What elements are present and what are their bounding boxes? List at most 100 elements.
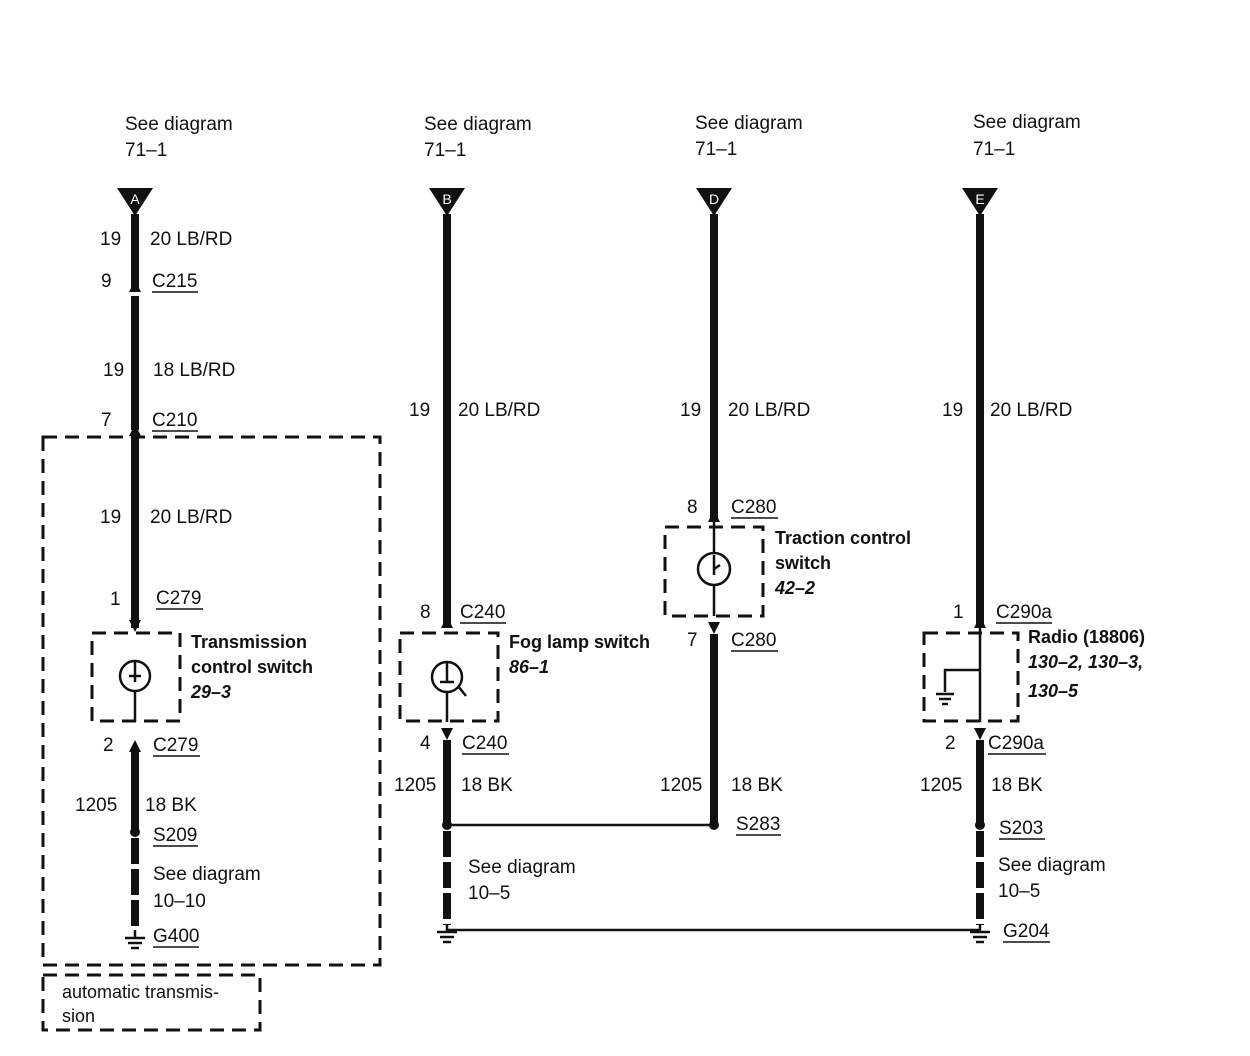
automatic-transmission-note-box bbox=[41, 973, 262, 1032]
wire-a-2-circuit: 19 bbox=[103, 360, 124, 381]
transmission-switch-name-1: Transmission bbox=[191, 632, 307, 652]
splice-s209-label: S209 bbox=[153, 825, 197, 846]
ground-wire-d-spec: 18 BK bbox=[731, 775, 783, 796]
ground-b-icon bbox=[437, 925, 457, 944]
wire-a-3-circuit: 19 bbox=[100, 507, 121, 528]
wire-a-1-spec: 20 LB/RD bbox=[150, 229, 232, 250]
circuit-b-see-top: See diagram bbox=[424, 114, 532, 135]
c240-top-pin-number: 8 bbox=[420, 602, 431, 623]
connector-c280-bottom-pin bbox=[708, 622, 720, 634]
ground-wire-e-spec: 18 BK bbox=[991, 775, 1043, 796]
circuit-e-see-bottom-ref: 10–5 bbox=[998, 881, 1040, 902]
automatic-transmission-note-1: automatic transmis- bbox=[62, 982, 219, 1002]
traction-switch-ref: 42–2 bbox=[774, 578, 815, 598]
radio-box bbox=[922, 631, 1020, 723]
ground-g400-icon bbox=[125, 930, 145, 950]
circuit-a: See diagram 71–1 A 19 20 LB/RD 9 C215 19… bbox=[41, 114, 382, 1032]
fog-lamp-switch-box bbox=[398, 631, 500, 723]
c280-top-pin-number: 8 bbox=[687, 497, 698, 518]
wire-a-3-spec: 20 LB/RD bbox=[150, 507, 232, 528]
splice-s283-label: S283 bbox=[736, 814, 780, 835]
connector-e-triangle bbox=[962, 188, 998, 216]
c279-bottom-label: C279 bbox=[153, 735, 198, 756]
wire-d-1-spec: 20 LB/RD bbox=[728, 400, 810, 421]
circuit-e-see-top-ref: 71–1 bbox=[973, 139, 1015, 160]
c240-top-label: C240 bbox=[460, 602, 505, 623]
wire-d-1-circuit: 19 bbox=[680, 400, 701, 421]
circuit-e: See diagram 71–1 E 19 20 LB/RD 1 C290a R… bbox=[920, 112, 1145, 944]
c280-top-label: C280 bbox=[731, 497, 776, 518]
transmission-switch-ref: 29–3 bbox=[190, 682, 231, 702]
wire-a-2-spec: 18 LB/RD bbox=[153, 360, 235, 381]
wire-b-1-circuit: 19 bbox=[409, 400, 430, 421]
connector-c279-bottom-pin bbox=[129, 740, 141, 752]
circuit-b-see-bottom-ref: 10–5 bbox=[468, 883, 510, 904]
connector-c290a-bottom-pin bbox=[974, 728, 986, 740]
connector-d-triangle bbox=[696, 188, 732, 216]
c210-pin-number: 7 bbox=[101, 410, 112, 431]
circuit-e-see-bottom: See diagram bbox=[998, 855, 1106, 876]
radio-ref-2: 130–5 bbox=[1028, 681, 1079, 701]
c290a-top-label: C290a bbox=[996, 602, 1052, 623]
connector-c210-pin bbox=[129, 424, 141, 436]
fog-switch-arrow bbox=[457, 685, 467, 697]
c215-pin-number: 9 bbox=[101, 271, 112, 292]
c280-bottom-label: C280 bbox=[731, 630, 776, 651]
ground-wire-e-circuit: 1205 bbox=[920, 775, 962, 796]
ground-wire-b-spec: 18 BK bbox=[461, 775, 513, 796]
automatic-transmission-note-2: sion bbox=[62, 1006, 95, 1026]
circuit-e-see-top: See diagram bbox=[973, 112, 1081, 133]
traction-switch-name-1: Traction control bbox=[775, 528, 911, 548]
connector-b-triangle bbox=[429, 188, 465, 216]
wire-b-1-spec: 20 LB/RD bbox=[458, 400, 540, 421]
radio-name: Radio (18806) bbox=[1028, 627, 1145, 647]
c240-bottom-pin-number: 4 bbox=[420, 733, 431, 754]
fog-lamp-switch-ref: 86–1 bbox=[509, 657, 549, 677]
ground-wire-b-circuit: 1205 bbox=[394, 775, 436, 796]
splice-s209-dot bbox=[130, 827, 140, 837]
circuit-b-see-bottom: See diagram bbox=[468, 857, 576, 878]
circuit-b: See diagram 71–1 B 19 20 LB/RD 8 C240 Fo… bbox=[394, 114, 650, 944]
connector-c240-bottom-pin bbox=[441, 728, 453, 740]
ground-wire-a-circuit: 1205 bbox=[75, 795, 117, 816]
c210-label: C210 bbox=[152, 410, 197, 431]
wire-e-1-circuit: 19 bbox=[942, 400, 963, 421]
circuit-a-see-bottom-ref: 10–10 bbox=[153, 891, 206, 912]
connector-c279-top-pin bbox=[129, 620, 141, 632]
c280-bottom-pin-number: 7 bbox=[687, 630, 698, 651]
splice-s283-dot bbox=[709, 820, 719, 830]
automatic-transmission-box bbox=[41, 435, 382, 967]
fog-lamp-switch-name: Fog lamp switch bbox=[509, 632, 650, 652]
transmission-switch-name-2: control switch bbox=[191, 657, 313, 677]
connector-b-letter: B bbox=[442, 191, 451, 207]
connector-c290a-top-pin bbox=[974, 616, 986, 628]
connector-c215-pin bbox=[129, 280, 141, 292]
radio-ref-1: 130–2, 130–3, bbox=[1028, 652, 1143, 672]
circuit-a-see-top-ref: 71–1 bbox=[125, 140, 167, 161]
connector-a-triangle bbox=[117, 188, 153, 216]
c290a-top-pin-number: 1 bbox=[953, 602, 964, 623]
connector-c280-top-pin bbox=[708, 510, 720, 522]
circuit-a-see-bottom: See diagram bbox=[153, 864, 261, 885]
ground-wire-a-spec: 18 BK bbox=[145, 795, 197, 816]
connector-a-letter: A bbox=[130, 191, 140, 207]
circuit-d-see-top-ref: 71–1 bbox=[695, 139, 737, 160]
c290a-bottom-label: C290a bbox=[988, 733, 1044, 754]
wire-a-1-circuit: 19 bbox=[100, 229, 121, 250]
circuit-d: See diagram 71–1 D 19 20 LB/RD 8 C280 Tr… bbox=[660, 113, 911, 836]
c240-bottom-label: C240 bbox=[462, 733, 507, 754]
c279-bottom-pin-number: 2 bbox=[103, 735, 114, 756]
circuit-b-see-top-ref: 71–1 bbox=[424, 140, 466, 161]
traction-switch-name-2: switch bbox=[775, 553, 831, 573]
ground-g400-label: G400 bbox=[153, 926, 199, 947]
radio-internal-ground-icon bbox=[936, 692, 954, 706]
c279-top-pin-number: 1 bbox=[110, 589, 121, 610]
splice-s203-label: S203 bbox=[999, 818, 1043, 839]
ground-wire-d-circuit: 1205 bbox=[660, 775, 702, 796]
splice-s203-dot bbox=[975, 820, 985, 830]
c279-top-label: C279 bbox=[156, 588, 201, 609]
traction-switch-contact-arm bbox=[713, 563, 721, 571]
circuit-d-see-top: See diagram bbox=[695, 113, 803, 134]
ground-g204-icon bbox=[970, 925, 990, 944]
